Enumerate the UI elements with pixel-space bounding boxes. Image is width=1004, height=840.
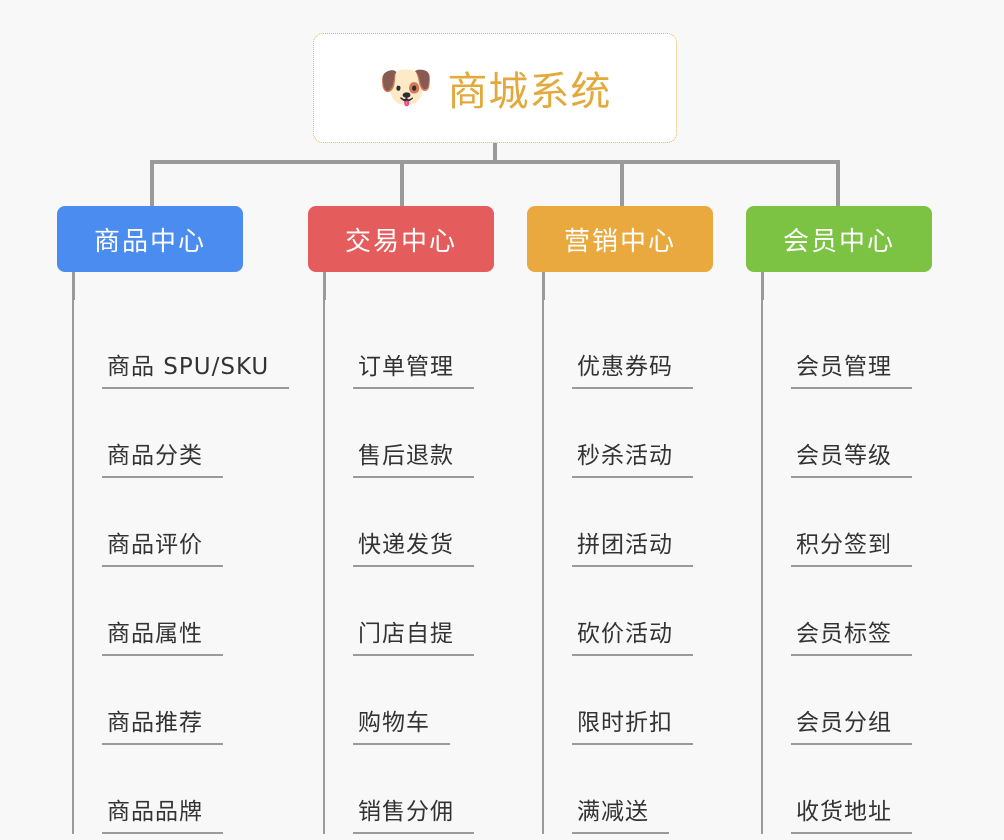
category-header-label: 营销中心 (563, 226, 676, 257)
leaf-item[interactable]: 满减送 (544, 745, 713, 834)
leaf-item[interactable]: 购物车 (325, 656, 494, 745)
leaf-label: 商品 SPU/SKU (102, 347, 290, 389)
leaf-item[interactable]: 会员分组 (763, 656, 932, 745)
root-node[interactable]: 🐶 商城系统 (313, 33, 677, 143)
leaf-label: 砍价活动 (572, 614, 693, 656)
leaf-list-1: 商品 SPU/SKU 商品分类 商品评价 商品属性 商品推荐 商品品牌 (72, 300, 290, 834)
leaf-label: 秒杀活动 (572, 436, 693, 478)
leaf-label: 收货地址 (791, 792, 912, 834)
leaf-list-3: 优惠券码 秒杀活动 拼团活动 砍价活动 限时折扣 满减送 (542, 300, 713, 834)
leaf-item[interactable]: 优惠券码 (544, 300, 713, 389)
connector-drop-4 (836, 160, 840, 206)
category-header-label: 商品中心 (93, 226, 206, 257)
leaf-label: 快递发货 (353, 525, 474, 567)
category-header-label: 会员中心 (782, 226, 895, 257)
leaf-item[interactable]: 售后退款 (325, 389, 494, 478)
leaf-label: 订单管理 (353, 347, 474, 389)
category-header-1[interactable]: 商品中心 (57, 206, 243, 272)
leaf-item[interactable]: 商品评价 (74, 478, 289, 567)
leaf-label: 限时折扣 (572, 703, 693, 745)
leaf-label: 商品推荐 (102, 703, 223, 745)
leaf-item[interactable]: 订单管理 (325, 300, 494, 389)
leaf-label: 商品属性 (102, 614, 223, 656)
leaf-label: 会员分组 (791, 703, 912, 745)
category-column-1: 商品中心 商品 SPU/SKU 商品分类 商品评价 商品属性 商品推荐 商品品牌 (57, 206, 290, 834)
category-column-2: 交易中心 订单管理 售后退款 快递发货 门店自提 购物车 销售分佣 (308, 206, 494, 834)
leaf-item[interactable]: 收货地址 (763, 745, 932, 834)
leaf-item[interactable]: 商品品牌 (74, 745, 289, 834)
category-header-4[interactable]: 会员中心 (746, 206, 932, 272)
leaf-item[interactable]: 拼团活动 (544, 478, 713, 567)
category-stem-3 (542, 272, 545, 300)
leaf-label: 积分签到 (791, 525, 912, 567)
leaf-item[interactable]: 积分签到 (763, 478, 932, 567)
leaf-label: 商品品牌 (102, 792, 223, 834)
leaf-item[interactable]: 限时折扣 (544, 656, 713, 745)
leaf-item[interactable]: 门店自提 (325, 567, 494, 656)
leaf-item[interactable]: 快递发货 (325, 478, 494, 567)
connector-drop-2 (400, 160, 404, 206)
leaf-label: 商品分类 (102, 436, 223, 478)
leaf-item[interactable]: 砍价活动 (544, 567, 713, 656)
leaf-item[interactable]: 商品分类 (74, 389, 289, 478)
leaf-label: 会员管理 (791, 347, 912, 389)
connector-drop-3 (620, 160, 624, 206)
category-column-3: 营销中心 优惠券码 秒杀活动 拼团活动 砍价活动 限时折扣 满减送 (527, 206, 713, 834)
dog-face-icon: 🐶 (378, 62, 434, 113)
category-column-4: 会员中心 会员管理 会员等级 积分签到 会员标签 会员分组 收货地址 (746, 206, 932, 834)
category-stem-4 (761, 272, 764, 300)
leaf-item[interactable]: 会员标签 (763, 567, 932, 656)
leaf-item[interactable]: 商品属性 (74, 567, 289, 656)
leaf-label: 门店自提 (353, 614, 474, 656)
leaf-label: 优惠券码 (572, 347, 693, 389)
leaf-label: 售后退款 (353, 436, 474, 478)
leaf-item[interactable]: 会员管理 (763, 300, 932, 389)
leaf-list-2: 订单管理 售后退款 快递发货 门店自提 购物车 销售分佣 (323, 300, 494, 834)
leaf-list-4: 会员管理 会员等级 积分签到 会员标签 会员分组 收货地址 (761, 300, 932, 834)
root-title: 商城系统 (447, 69, 612, 115)
category-header-2[interactable]: 交易中心 (308, 206, 494, 272)
leaf-item[interactable]: 会员等级 (763, 389, 932, 478)
leaf-item[interactable]: 秒杀活动 (544, 389, 713, 478)
leaf-item[interactable]: 商品推荐 (74, 656, 289, 745)
leaf-label: 满减送 (572, 792, 669, 834)
category-stem-1 (72, 272, 75, 300)
category-header-3[interactable]: 营销中心 (527, 206, 713, 272)
leaf-label: 会员等级 (791, 436, 912, 478)
connector-drop-1 (150, 160, 154, 206)
leaf-label: 购物车 (353, 703, 450, 745)
connector-root-stem (493, 143, 497, 163)
leaf-label: 会员标签 (791, 614, 912, 656)
category-header-label: 交易中心 (344, 226, 457, 257)
leaf-label: 拼团活动 (572, 525, 693, 567)
leaf-item[interactable]: 商品 SPU/SKU (74, 300, 290, 389)
leaf-item[interactable]: 销售分佣 (325, 745, 494, 834)
category-stem-2 (323, 272, 326, 300)
leaf-label: 销售分佣 (353, 792, 474, 834)
connector-horizontal-bar (150, 160, 840, 164)
leaf-label: 商品评价 (102, 525, 223, 567)
